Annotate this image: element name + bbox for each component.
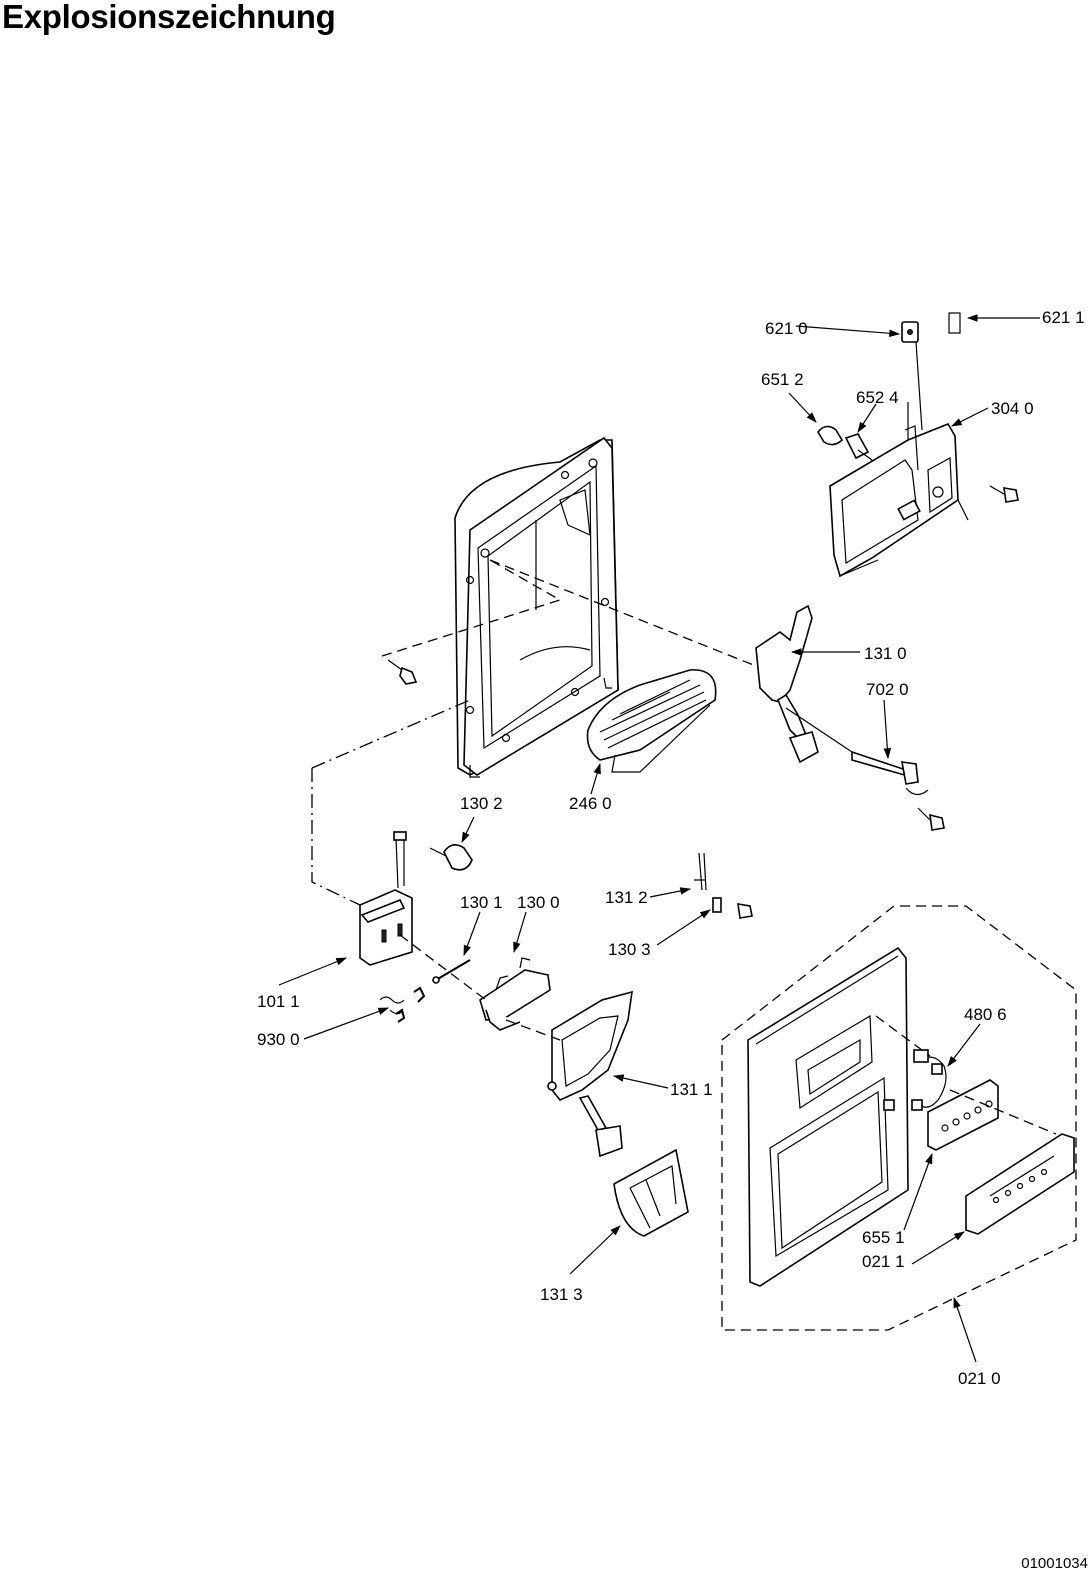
small-plate <box>712 897 722 913</box>
callout-652-4: 652 4 <box>856 388 899 407</box>
label-plate <box>965 1133 1075 1235</box>
leaf-spring-clip <box>694 852 707 891</box>
control-module <box>829 402 959 578</box>
callout-130-2: 130 2 <box>460 794 503 813</box>
callout-021-0: 021 0 <box>958 1369 1001 1388</box>
pivot-pin <box>432 959 471 984</box>
callout-930-0: 930 0 <box>257 1030 300 1049</box>
dispenser-lever-lower <box>547 990 633 1158</box>
control-board <box>927 1079 999 1151</box>
lamp-socket <box>844 433 873 461</box>
drip-tray-grille <box>586 669 717 773</box>
wiring-harness <box>883 1049 947 1111</box>
callout-480-6: 480 6 <box>964 1005 1007 1024</box>
callout-131-0: 131 0 <box>864 644 907 663</box>
screw-right-top <box>989 485 1019 503</box>
callout-702-0: 702 0 <box>866 680 909 699</box>
switch-cover <box>948 312 961 334</box>
callout-651-2: 651 2 <box>761 370 804 389</box>
switch-part <box>901 321 923 431</box>
callout-304-0: 304 0 <box>991 399 1034 418</box>
callout-130-0: 130 0 <box>517 893 560 912</box>
front-panel <box>747 946 909 1287</box>
page-title: Explosionszeichnung <box>2 0 336 35</box>
callout-131-1: 131 1 <box>670 1080 713 1099</box>
ice-chute-cup <box>613 1148 689 1237</box>
lamp-bulb <box>817 425 844 446</box>
small-motor <box>429 844 473 871</box>
callout-101-1: 101 1 <box>257 992 300 1011</box>
document-number: 01001034 <box>1021 1555 1088 1572</box>
callout-655-1: 655 1 <box>862 1228 905 1247</box>
callout-021-1: 021 1 <box>862 1252 905 1271</box>
spring-part <box>379 986 426 1023</box>
callout-131-3: 131 3 <box>540 1285 583 1304</box>
screw-right-bottom <box>917 807 945 831</box>
callout-246-0: 246 0 <box>569 794 612 813</box>
screw-left <box>387 659 418 685</box>
callout-621-0: 621 0 <box>765 319 808 338</box>
callout-131-2: 131 2 <box>605 888 648 907</box>
solenoid-block <box>359 831 413 966</box>
actuator-rod <box>851 750 929 796</box>
callout-621-1: 621 1 <box>1042 308 1085 327</box>
callout-130-3: 130 3 <box>608 940 651 959</box>
screw-middle <box>737 903 753 919</box>
callout-130-1: 130 1 <box>460 893 503 912</box>
lever-bracket <box>479 957 551 1031</box>
dispenser-lever-upper <box>755 604 819 764</box>
